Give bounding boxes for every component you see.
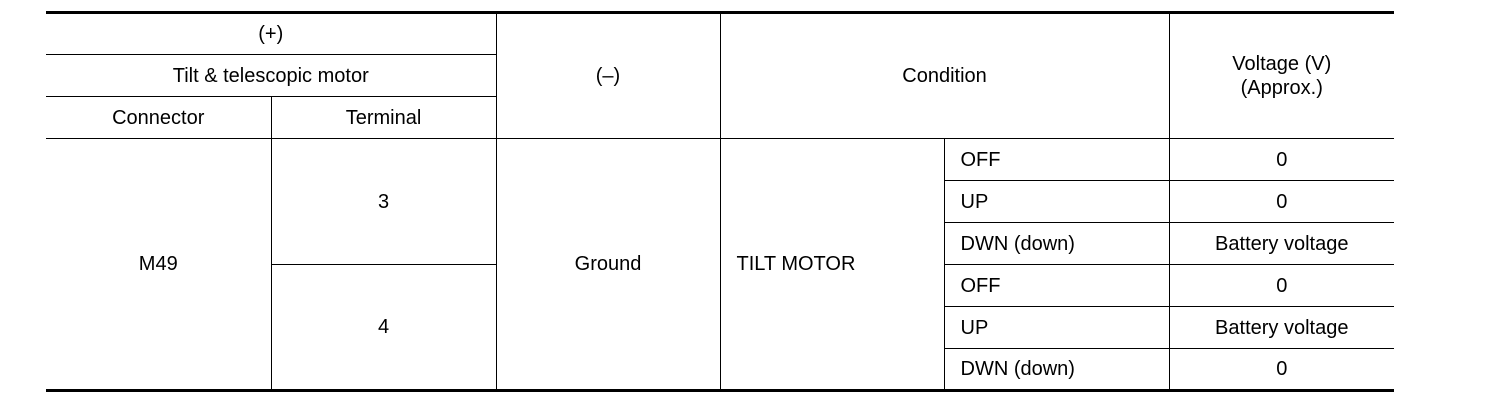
state-cell: DWN (down): [944, 348, 1170, 392]
table-row: UP Battery voltage: [46, 306, 1395, 349]
state-cell: OFF: [943, 264, 1170, 307]
voltage-cell: 0: [1168, 138, 1395, 181]
table-row: DWN (down) 0: [46, 348, 1395, 392]
header-row-1: (+) (–) Condition Voltage (V) (Approx.): [46, 11, 1395, 139]
voltage-cell: Battery voltage: [1168, 222, 1395, 265]
voltage-header: Voltage (V) (Approx.): [1168, 11, 1395, 139]
state-cell: UP: [944, 180, 1170, 223]
state-cell: OFF: [943, 138, 1170, 181]
table-row: UP 0: [46, 180, 1395, 223]
terminal-cell: 3: [270, 138, 497, 265]
voltage-cell: 0: [1168, 348, 1395, 392]
terminal-voltage-table-frame: (+) (–) Condition Voltage (V) (Approx.) …: [46, 11, 1395, 401]
voltage-header-line2: (Approx.): [1240, 77, 1323, 99]
voltage-header-line1: Voltage (V): [1232, 53, 1332, 75]
minus-header: (–): [495, 11, 721, 139]
condition-header: Condition: [719, 11, 1170, 139]
plus-header: (+): [46, 11, 497, 55]
voltage-cell: Battery voltage: [1168, 306, 1395, 349]
voltage-cell: 0: [1168, 180, 1395, 223]
table-row: 4 OFF 0: [46, 264, 1395, 392]
ground-cell: Ground: [495, 138, 721, 392]
terminal-header: Terminal: [270, 96, 497, 139]
table-row: DWN (down) Battery voltage: [46, 222, 1395, 265]
condition-name-cell: TILT MOTOR: [719, 138, 945, 392]
voltage-cell: 0: [1168, 264, 1395, 307]
table-row: M49 3 Ground TILT MOTOR OFF 0: [46, 138, 1395, 392]
component-header: Tilt & telescopic motor: [46, 54, 497, 97]
terminal-cell: 4: [271, 264, 497, 392]
connector-header: Connector: [46, 96, 272, 139]
connector-cell: M49: [46, 138, 272, 392]
header-row-3: Connector Terminal: [46, 96, 1394, 139]
state-cell: UP: [944, 306, 1170, 349]
state-cell: DWN (down): [944, 222, 1170, 265]
header-row-2: Tilt & telescopic motor: [46, 54, 1394, 97]
terminal-voltage-table: (+) (–) Condition Voltage (V) (Approx.) …: [46, 11, 1395, 392]
